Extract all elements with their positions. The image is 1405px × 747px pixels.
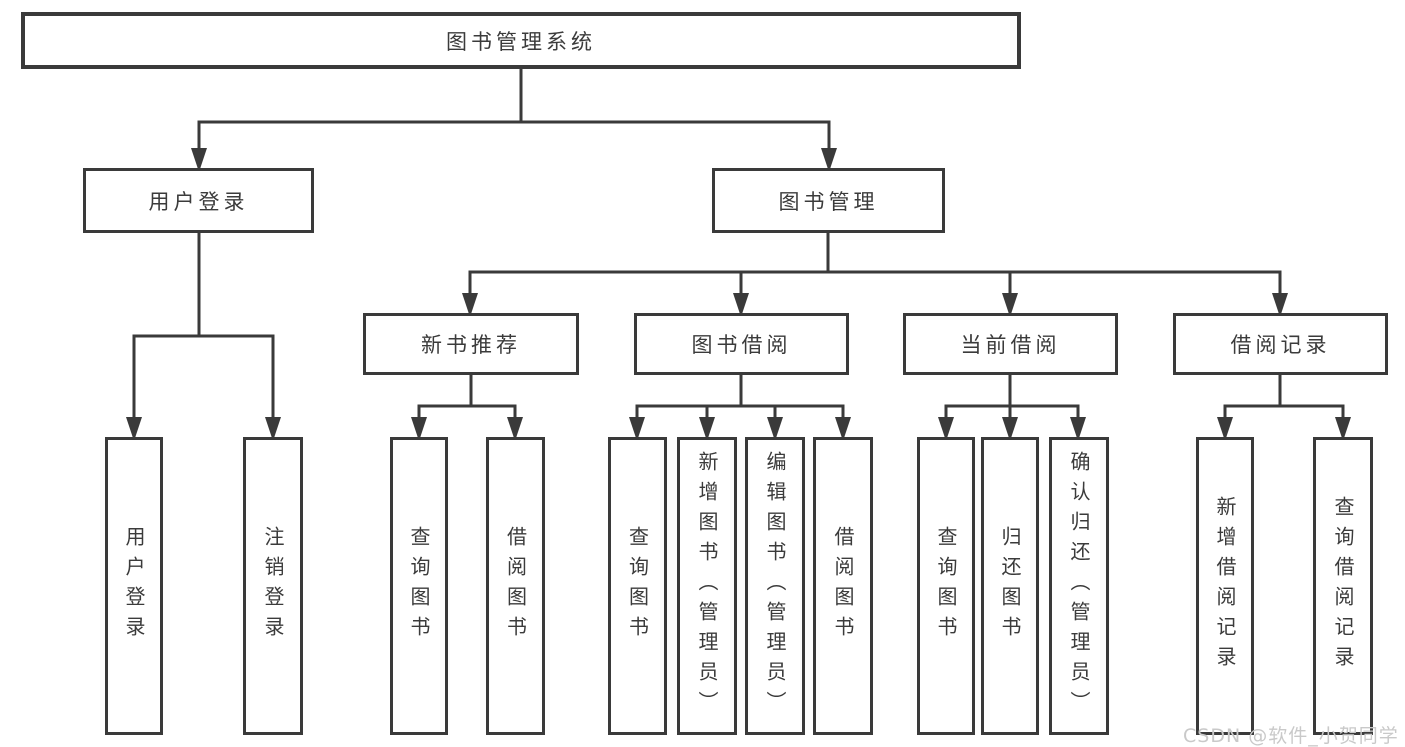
node-label: 归还图书 bbox=[998, 526, 1022, 646]
node-library-management-system: 图书管理系统 bbox=[21, 12, 1021, 69]
node-borrow-records: 借阅记录 bbox=[1173, 313, 1388, 375]
node-label: 图书借阅 bbox=[691, 333, 792, 357]
connector-current-borrow-to-leaves bbox=[938, 375, 1086, 441]
connector-user-login-to-leaves bbox=[126, 233, 281, 441]
leaf-confirm-return-admin: 确认归还（管理员） bbox=[1049, 437, 1109, 735]
csdn-watermark: CSDN @软件_小贺同学 bbox=[1183, 725, 1399, 747]
leaf-query-books-2: 查询图书 bbox=[608, 437, 667, 735]
node-label: 确认归还（管理员） bbox=[1067, 451, 1091, 721]
leaf-add-books-admin: 新增图书（管理员） bbox=[677, 437, 737, 735]
connector-root-to-level2 bbox=[191, 69, 837, 172]
leaf-edit-books-admin: 编辑图书（管理员） bbox=[745, 437, 805, 735]
node-label: 用户登录 bbox=[148, 189, 249, 214]
node-label: 查询图书 bbox=[934, 526, 958, 646]
node-book-management: 图书管理 bbox=[712, 168, 945, 233]
node-label: 查询图书 bbox=[625, 526, 650, 646]
leaf-user-login: 用户登录 bbox=[105, 437, 163, 735]
node-label: 图书管理系统 bbox=[446, 29, 596, 54]
node-new-book-recommend: 新书推荐 bbox=[363, 313, 579, 375]
leaf-borrow-books-1: 借阅图书 bbox=[486, 437, 545, 735]
leaf-return-books: 归还图书 bbox=[981, 437, 1039, 735]
node-label: 新书推荐 bbox=[421, 333, 521, 357]
connector-book-management-to-level3 bbox=[462, 233, 1288, 317]
node-label: 查询借阅记录 bbox=[1331, 496, 1355, 676]
leaf-add-borrow-record: 新增借阅记录 bbox=[1196, 437, 1254, 735]
leaf-query-books-3: 查询图书 bbox=[917, 437, 975, 735]
node-label: 借阅图书 bbox=[503, 526, 528, 646]
leaf-borrow-books-2: 借阅图书 bbox=[813, 437, 873, 735]
node-label: 借阅图书 bbox=[831, 526, 855, 646]
connector-book-borrow-to-leaves bbox=[629, 375, 851, 441]
node-label: 新增借阅记录 bbox=[1213, 496, 1237, 676]
leaf-logout: 注销登录 bbox=[243, 437, 303, 735]
node-label: 查询图书 bbox=[407, 526, 431, 646]
node-user-login: 用户登录 bbox=[83, 168, 314, 233]
node-label: 新增图书（管理员） bbox=[695, 451, 719, 721]
node-label: 借阅记录 bbox=[1230, 333, 1331, 357]
node-label: 注销登录 bbox=[261, 526, 285, 646]
node-label: 图书管理 bbox=[778, 189, 879, 214]
node-label: 用户登录 bbox=[122, 526, 146, 646]
connector-new-books-to-leaves bbox=[411, 375, 523, 441]
node-book-borrow: 图书借阅 bbox=[634, 313, 849, 375]
node-current-borrow: 当前借阅 bbox=[903, 313, 1118, 375]
node-label: 当前借阅 bbox=[960, 333, 1061, 357]
node-label: 编辑图书（管理员） bbox=[763, 451, 787, 721]
leaf-query-borrow-record: 查询借阅记录 bbox=[1313, 437, 1373, 735]
connector-borrow-records-to-leaves bbox=[1217, 375, 1351, 441]
leaf-query-books-1: 查询图书 bbox=[390, 437, 448, 735]
